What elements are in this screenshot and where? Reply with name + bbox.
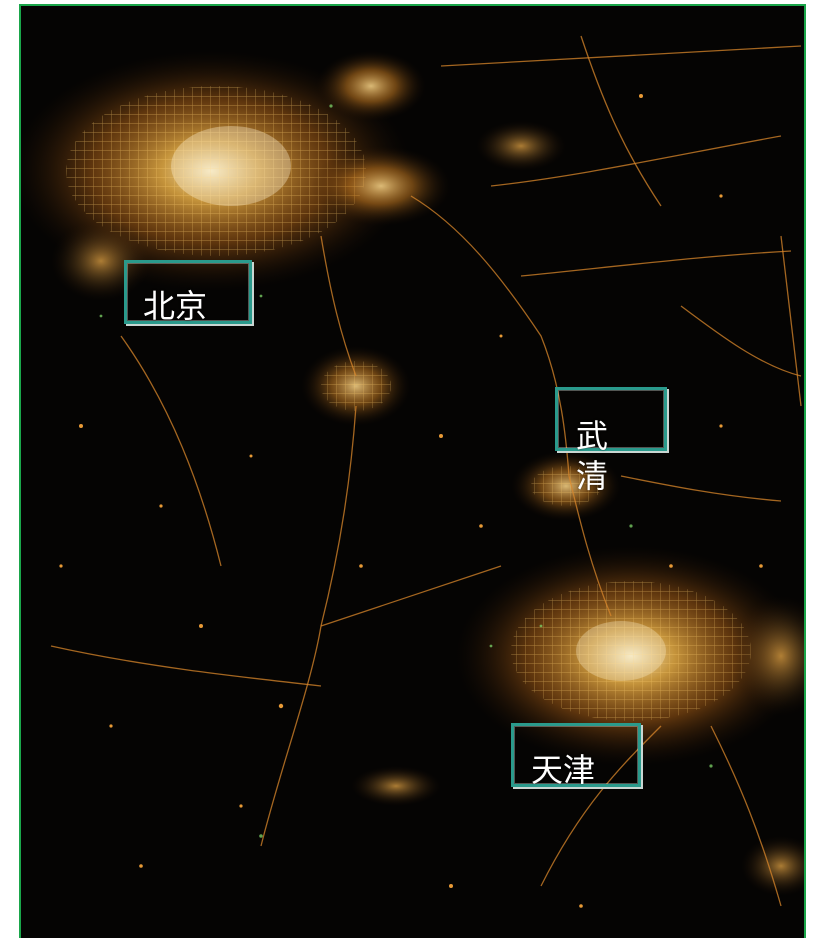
beijing-label: 北京 — [143, 287, 208, 325]
night-lights-image — [21, 35, 804, 908]
wuqing-label-box — [555, 387, 667, 451]
green-light-specks — [99, 104, 713, 838]
night-satellite-map: 北京 武清 天津 — [19, 4, 806, 938]
scattered-lights — [59, 94, 763, 908]
wuqing-lights — [511, 451, 621, 521]
tianjin-label: 天津 — [531, 751, 596, 789]
beijing-label-box — [124, 260, 252, 324]
tianjin-lights — [351, 546, 804, 896]
small-town-lights — [301, 346, 411, 426]
wuqing-label: 武清 — [576, 417, 609, 495]
tianjin-label-box — [511, 723, 641, 787]
road-lights — [50, 35, 802, 907]
beijing-lights — [21, 51, 566, 301]
